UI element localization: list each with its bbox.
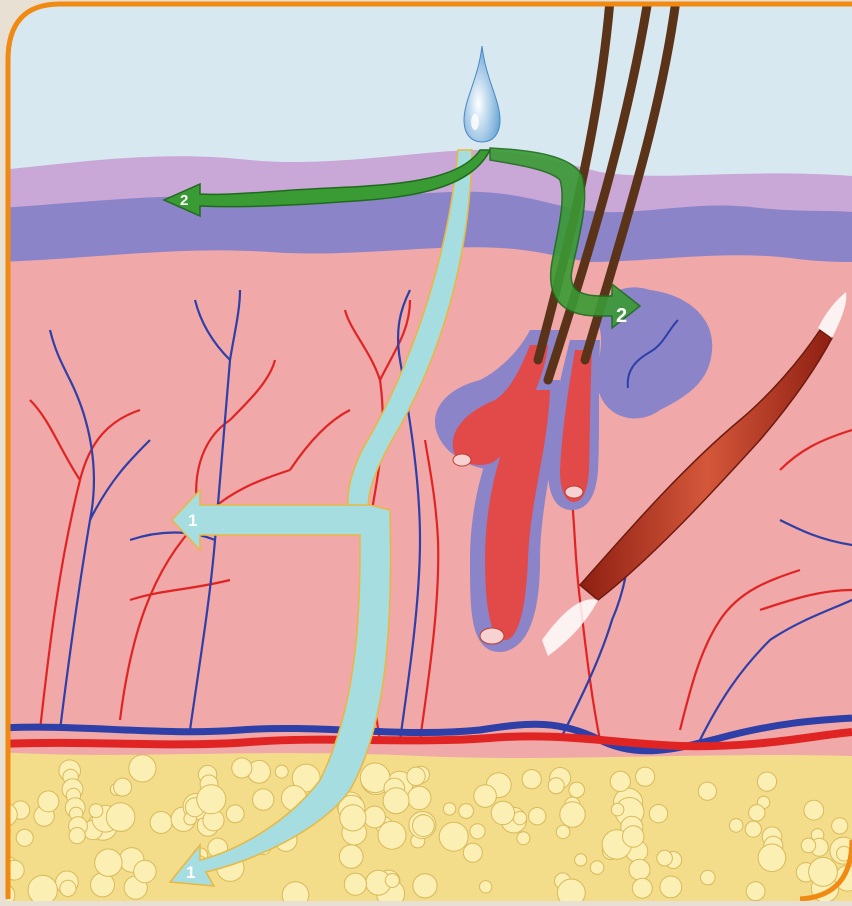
fat-cell xyxy=(340,805,366,831)
fat-cell xyxy=(491,801,514,824)
fat-cell xyxy=(749,805,765,821)
fat-cell xyxy=(636,767,655,786)
fat-cell xyxy=(701,870,716,885)
fat-cell xyxy=(407,767,425,785)
fat-cell xyxy=(226,805,244,823)
fat-cell xyxy=(413,815,435,837)
fat-cell xyxy=(698,782,716,800)
fat-cell xyxy=(197,785,226,814)
fat-cell xyxy=(832,818,848,834)
fat-cell xyxy=(590,861,604,875)
fat-cell xyxy=(275,765,288,778)
fat-cell xyxy=(632,878,652,898)
fat-cell xyxy=(513,811,527,825)
fat-cell xyxy=(657,850,673,866)
fat-cell xyxy=(804,800,824,820)
fat-cell xyxy=(474,785,497,808)
fat-cell xyxy=(480,881,492,893)
fat-cell xyxy=(745,821,761,837)
fat-cell xyxy=(60,880,76,896)
fat-cell xyxy=(95,849,122,876)
fat-cell xyxy=(339,845,363,869)
fat-cell xyxy=(383,788,409,814)
fat-cell xyxy=(385,874,399,888)
fat-cell xyxy=(557,879,585,901)
fat-cell xyxy=(629,859,650,880)
fat-cell xyxy=(660,876,682,898)
fat-cell xyxy=(443,803,455,815)
fat-cell xyxy=(758,844,786,872)
fat-cell xyxy=(232,758,252,778)
fat-cell xyxy=(459,804,474,819)
fat-cell xyxy=(569,782,585,798)
fat-cell xyxy=(522,770,541,789)
fat-cell xyxy=(611,803,624,816)
path-2-label-gland: 2 xyxy=(616,305,627,327)
fat-cell xyxy=(548,778,564,794)
fat-cell xyxy=(623,826,644,847)
fat-cell xyxy=(69,828,85,844)
fat-cell xyxy=(439,822,468,851)
fat-cell xyxy=(378,821,406,849)
fat-cell xyxy=(463,843,482,862)
fat-cell xyxy=(38,791,59,812)
fat-cell xyxy=(649,805,667,823)
path-1-label-subcutis: 1 xyxy=(186,863,195,882)
fat-cell xyxy=(575,854,587,866)
fat-cell xyxy=(556,825,570,839)
fat-cell xyxy=(517,832,530,845)
fat-cell xyxy=(344,873,366,895)
path-2-label-epidermis: 2 xyxy=(180,192,188,209)
fat-cell xyxy=(560,802,585,827)
fat-cell xyxy=(746,882,765,901)
fat-cell xyxy=(413,874,437,898)
fat-cell xyxy=(470,824,485,839)
path-1-label-dermis: 1 xyxy=(188,511,197,530)
fat-cell xyxy=(408,786,431,809)
fat-cell xyxy=(801,838,816,853)
fat-cell xyxy=(757,772,776,791)
fat-cell xyxy=(529,808,546,825)
fat-cell xyxy=(89,804,103,818)
fat-cell xyxy=(253,789,274,810)
fat-cell xyxy=(129,755,156,782)
fat-cell xyxy=(114,778,132,796)
fat-cell xyxy=(106,803,135,832)
fat-cell xyxy=(150,812,172,834)
fat-cell xyxy=(16,829,33,846)
fat-cell xyxy=(809,857,838,886)
fat-cell xyxy=(134,860,156,882)
fat-cell xyxy=(729,819,743,833)
fat-cell xyxy=(610,771,630,791)
fat-cell xyxy=(28,875,57,901)
